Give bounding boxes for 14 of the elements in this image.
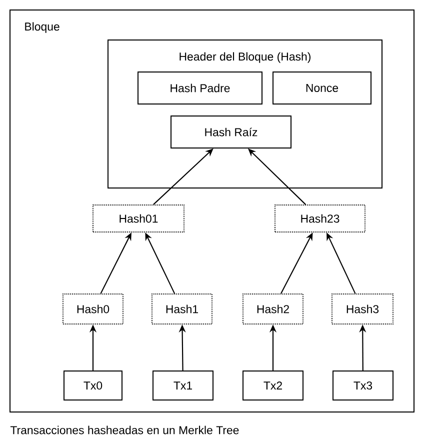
- hash-box: Tx0: [64, 370, 122, 400]
- hash-box: Hash Padre: [138, 72, 262, 104]
- hash-box: Hash Raíz: [170, 116, 292, 148]
- caption: Transacciones hasheadas en un Merkle Tree: [10, 426, 239, 434]
- hash-node-box: Hash1: [152, 294, 212, 324]
- hash-node-box: Hash01: [92, 204, 184, 232]
- hash-node-box: Hash23: [274, 204, 366, 232]
- hash-box: Tx2: [242, 370, 304, 400]
- hash-box: Tx1: [152, 370, 214, 400]
- hash-box: Nonce: [272, 72, 372, 104]
- hash-node-box: Hash2: [242, 294, 304, 324]
- hash-box: Tx3: [332, 370, 394, 400]
- hash-node-box: Hash3: [332, 294, 394, 324]
- hash-node-box: Hash0: [62, 294, 124, 324]
